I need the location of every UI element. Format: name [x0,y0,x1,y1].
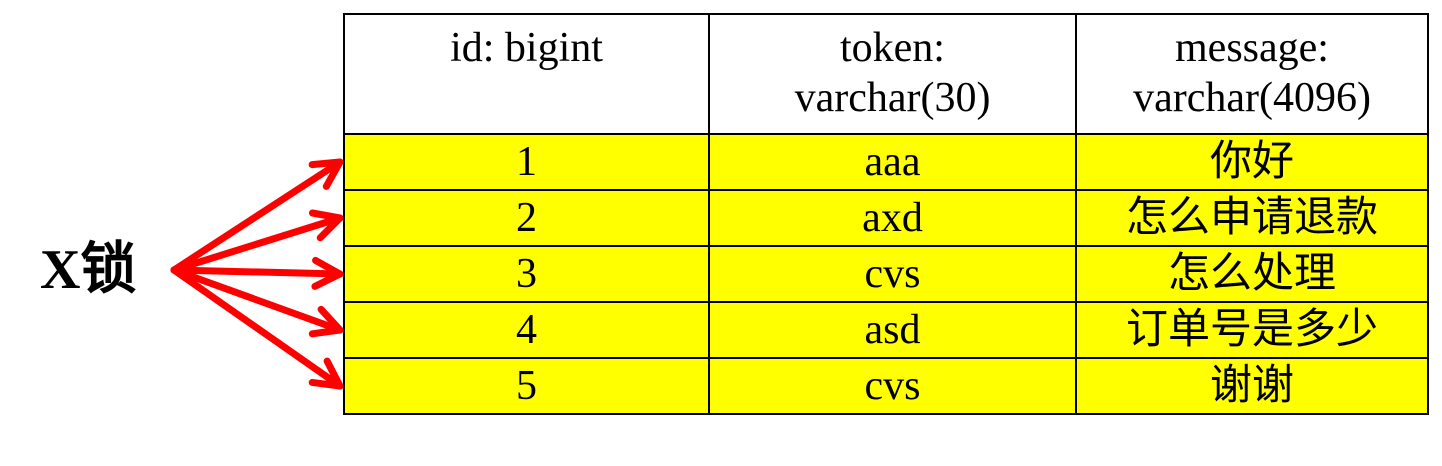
lock-arrow-shaft [170,266,344,334]
cell-token: cvs [708,357,1077,415]
lock-arrow-head [308,305,344,338]
cell-id: 4 [343,301,710,359]
cell-message: 怎么处理 [1075,245,1429,303]
lock-arrow-shaft [170,266,344,390]
header-token: token: varchar(30) [708,13,1077,135]
lock-arrow [170,158,344,274]
cell-token: axd [708,189,1077,247]
header-message-line1: message: [1175,25,1329,71]
header-token-line1: token: [840,25,945,71]
cell-id: 3 [343,245,710,303]
lock-arrow-head [308,357,344,390]
table-row: 1 aaa 你好 [343,133,1429,191]
cell-id: 5 [343,357,710,415]
table-row: 4 asd 订单号是多少 [343,301,1429,359]
cell-message: 订单号是多少 [1075,301,1429,359]
table-row: 5 cvs 谢谢 [343,357,1429,415]
header-id-line1: id: bigint [450,25,603,71]
lock-arrow-shaft [170,158,344,274]
cell-message: 你好 [1075,133,1429,191]
header-token-line2: varchar(30) [794,75,991,121]
lock-arrow-shaft [170,266,344,278]
cell-message: 谢谢 [1075,357,1429,415]
cell-token: aaa [708,133,1077,191]
cell-token: cvs [708,245,1077,303]
lock-arrow-head [311,256,344,290]
cell-id: 2 [343,189,710,247]
cell-message: 怎么申请退款 [1075,189,1429,247]
table-header-row: id: bigint token: varchar(30) message: v… [343,13,1429,135]
locked-rows-table: id: bigint token: varchar(30) message: v… [343,13,1429,415]
cell-id: 1 [343,133,710,191]
lock-arrow [170,209,344,274]
lock-arrow [170,256,344,290]
lock-arrow [170,266,344,338]
header-message-line2: varchar(4096) [1133,75,1371,121]
lock-arrow-head [308,209,344,242]
lock-arrow-head [308,158,344,190]
header-message: message: varchar(4096) [1075,13,1429,135]
header-id: id: bigint [343,13,710,135]
table-row: 3 cvs 怎么处理 [343,245,1429,303]
cell-token: asd [708,301,1077,359]
x-lock-label: X锁 [40,239,137,301]
lock-arrow [170,266,344,390]
table-row: 2 axd 怎么申请退款 [343,189,1429,247]
lock-arrow-shaft [170,214,344,274]
